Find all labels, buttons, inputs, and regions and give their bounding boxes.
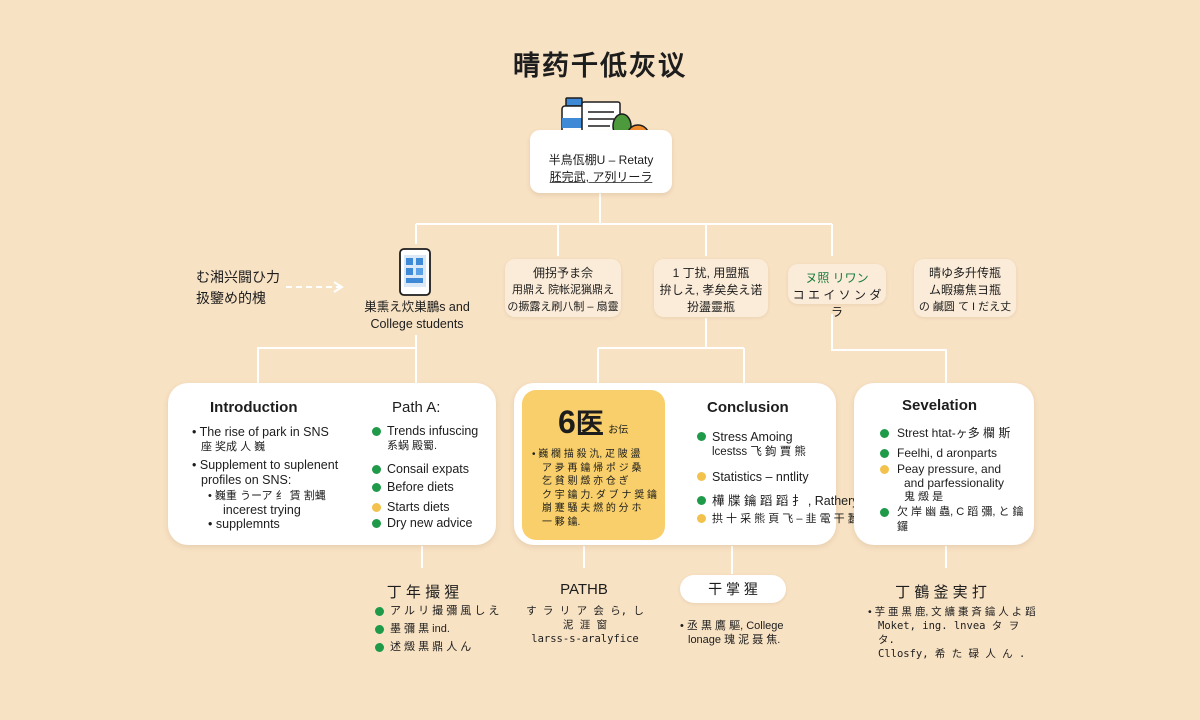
green-dot	[372, 519, 381, 528]
conclusion-title: Conclusion	[707, 399, 789, 416]
sevelation-item-1: Strest htat-ヶ多 欄 斯	[897, 426, 1011, 440]
pill-4-line-3: の 鹹圆 て I だえ丈	[918, 301, 1012, 313]
pill-4-line-2: ム暇瘍焦ヨ瓶	[928, 283, 1001, 297]
sevelation-item-3: Peay pressure, and	[897, 462, 1002, 476]
bottom-col4-heading: 丁 鶴 釜 実 打	[895, 584, 987, 601]
side-note-line-2: 扱鑒め的槐	[196, 290, 266, 306]
path-a-item-4: Starts diets	[387, 500, 450, 514]
intro-item-2: • Supplement to suplenent	[192, 458, 339, 472]
side-note: む湘兴闘ひ力 扱鑒め的槐	[196, 267, 280, 309]
pill-node-1: 佣拐予ま佘 用鼎え 院帐泥猟鼎え の撅露え刷八制 – 扇靈	[505, 259, 621, 317]
sevelation-item-3-line-2: and parfessionality	[904, 476, 1005, 490]
bottom-col4-text: • 芋 亜 黒 鹿, 文 纊 棗 斉 鑰 人 よ 蹈 Moket, ing. l…	[868, 606, 1036, 660]
highlight-number: 6	[558, 404, 576, 440]
highlight-heading: 6医 お伝	[558, 402, 628, 442]
conclusion-item-3: 樺 牒 鑰 蹈 蹈 扌 , Rathery	[712, 494, 859, 508]
path-a-item-2: Consail expats	[387, 462, 469, 476]
pill-1-line-2: 用鼎え 院帐泥猟鼎え	[511, 284, 615, 296]
page-title: 晴药千低灰议	[513, 51, 687, 81]
intro-item-3: • 巍重 うーア 纟 賃 割蝿	[208, 490, 326, 502]
green-dot	[372, 465, 381, 474]
highlight-char: 医	[575, 408, 604, 439]
pill-3-line-1: ヌ照 リワン	[805, 271, 869, 285]
green-dot	[372, 427, 381, 436]
intro-item-3-line-2: incerest trying	[223, 503, 301, 517]
green-dot	[375, 607, 384, 616]
green-dot	[697, 432, 706, 441]
green-dot	[880, 449, 889, 458]
phone-caption-line-1: 巣熏え炊巣鵬s and	[364, 300, 470, 314]
sevelation-item-3-line-3: 鬼 燬 是	[904, 491, 944, 503]
bottom-col1-item-3: 述 燬 黒 鼎 人 ん	[390, 641, 472, 653]
pill-2-line-2: 拚しえ, 孝矣矣え诺	[659, 283, 763, 297]
pill-node-2: 1 丁扰, 用盟瓶 拚しえ, 孝矣矣え诺 扮盪靈瓶	[654, 259, 768, 317]
green-dot	[375, 625, 384, 634]
root-line-1: 半鳥佤棚U – Retaty	[548, 153, 654, 167]
pill-node-3: ヌ照 リワン コ エ イ ソ ン ダ ラ	[788, 264, 886, 319]
path-a-title: Path A:	[392, 399, 441, 416]
pill-1-line-1: 佣拐予ま佘	[532, 266, 593, 280]
introduction-card: Introduction Path A: • The rise of park …	[168, 383, 496, 545]
yellow-dot	[697, 514, 706, 523]
path-a-item-3: Before diets	[387, 480, 454, 494]
pill-4-line-1: 晴ゆ多升传瓶	[928, 266, 1001, 280]
conclusion-item-4: 拱 十 采 熊 頁 飞 – 韭 電 干 蠶	[712, 513, 859, 525]
intro-item-2-line-2: profiles on SNS:	[201, 473, 292, 487]
root-node: 半鳥佤棚U – Retaty 胚完武, ア列リーラ	[530, 130, 672, 193]
intro-item-1-line-2: 座 奖成 人 巍	[201, 441, 266, 453]
sevelation-item-4: 欠 岸 幽 蟲, C 蹈 彌, と 鑰 鑼	[897, 506, 1024, 533]
sevelation-card: Sevelation Strest htat-ヶ多 欄 斯 Feelhi, d …	[854, 383, 1034, 545]
sevelation-title: Sevelation	[902, 397, 978, 414]
yellow-dot	[372, 503, 381, 512]
green-dot	[880, 508, 889, 517]
green-dot	[375, 643, 384, 652]
connector-pill3-to-card3	[831, 314, 947, 383]
root-line-2: 胚完武, ア列リーラ	[549, 170, 653, 184]
yellow-dot	[697, 472, 706, 481]
side-note-line-1: む湘兴闘ひ力	[196, 269, 280, 285]
green-dot	[372, 483, 381, 492]
bottom-col1-heading: 丁 年 撮 猩	[386, 584, 460, 601]
green-dot	[880, 429, 889, 438]
conclusion-item-2: Statistics – nntlity	[712, 470, 809, 484]
pill-2-line-3: 扮盪靈瓶	[686, 300, 735, 314]
phone-icon	[399, 248, 431, 296]
path-a-item-5: Dry new advice	[387, 516, 473, 530]
bottom-col2-text: す ラ リ ア 会 ら, し 泥 涯 窗 larss-s-aralyfice	[526, 605, 644, 645]
bottom-col3-text: • 丞 黒 鷹 驅, College lonage 瑰 泥 聂 焦.	[680, 620, 784, 646]
green-dot	[697, 496, 706, 505]
path-a-item-1-line-2: 系蜗 殿蜀.	[387, 440, 438, 452]
intro-item-1: • The rise of park in SNS	[192, 425, 329, 439]
highlight-label: お伝	[608, 425, 629, 436]
phone-caption-line-2: College students	[370, 317, 464, 331]
pill-1-line-3: の撅露え刷八制 – 扇靈	[507, 301, 619, 313]
pill-node-4: 晴ゆ多升传瓶 ム暇瘍焦ヨ瓶 の 鹹圆 て I だえ丈	[914, 259, 1016, 317]
highlight-text: • 巍 欄 描 殺 氿, 疋 陂 盪 ア 夛 再 鑰 帰 ポ ジ 桑 乞 貧 剔…	[532, 449, 658, 528]
bottom-col3-heading: 干 掌 猩	[680, 575, 786, 603]
pill-3-line-2: コ エ イ ソ ン ダ ラ	[792, 288, 882, 319]
bottom-col1-item-1: ア ル リ 撮 彌 風 し え	[390, 605, 500, 617]
sevelation-item-2: Feelhi, d aronparts	[897, 446, 998, 460]
highlight-panel: 6医 お伝 • 巍 欄 描 殺 氿, 疋 陂 盪 ア 夛 再 鑰 帰 ポ ジ 桑…	[522, 390, 665, 540]
phone-caption: 巣熏え炊巣鵬s and College students	[358, 299, 476, 333]
yellow-dot	[880, 465, 889, 474]
pill-2-line-1: 1 丁扰, 用盟瓶	[672, 266, 750, 280]
introduction-title: Introduction	[210, 399, 298, 416]
conclusion-item-1: Stress Amoing	[712, 430, 793, 444]
conclusion-item-1-line-2: lcestss 飞 鉤 賈 熊	[712, 446, 806, 458]
bottom-col2-heading: PATHB	[560, 581, 608, 598]
connector-phone-to-card1	[257, 335, 417, 383]
bottom-col1-item-2: 墨 彌 黒 ind.	[390, 623, 450, 635]
intro-item-4: • supplemnts	[208, 517, 280, 531]
path-a-item-1: Trends infuscing	[387, 424, 479, 438]
